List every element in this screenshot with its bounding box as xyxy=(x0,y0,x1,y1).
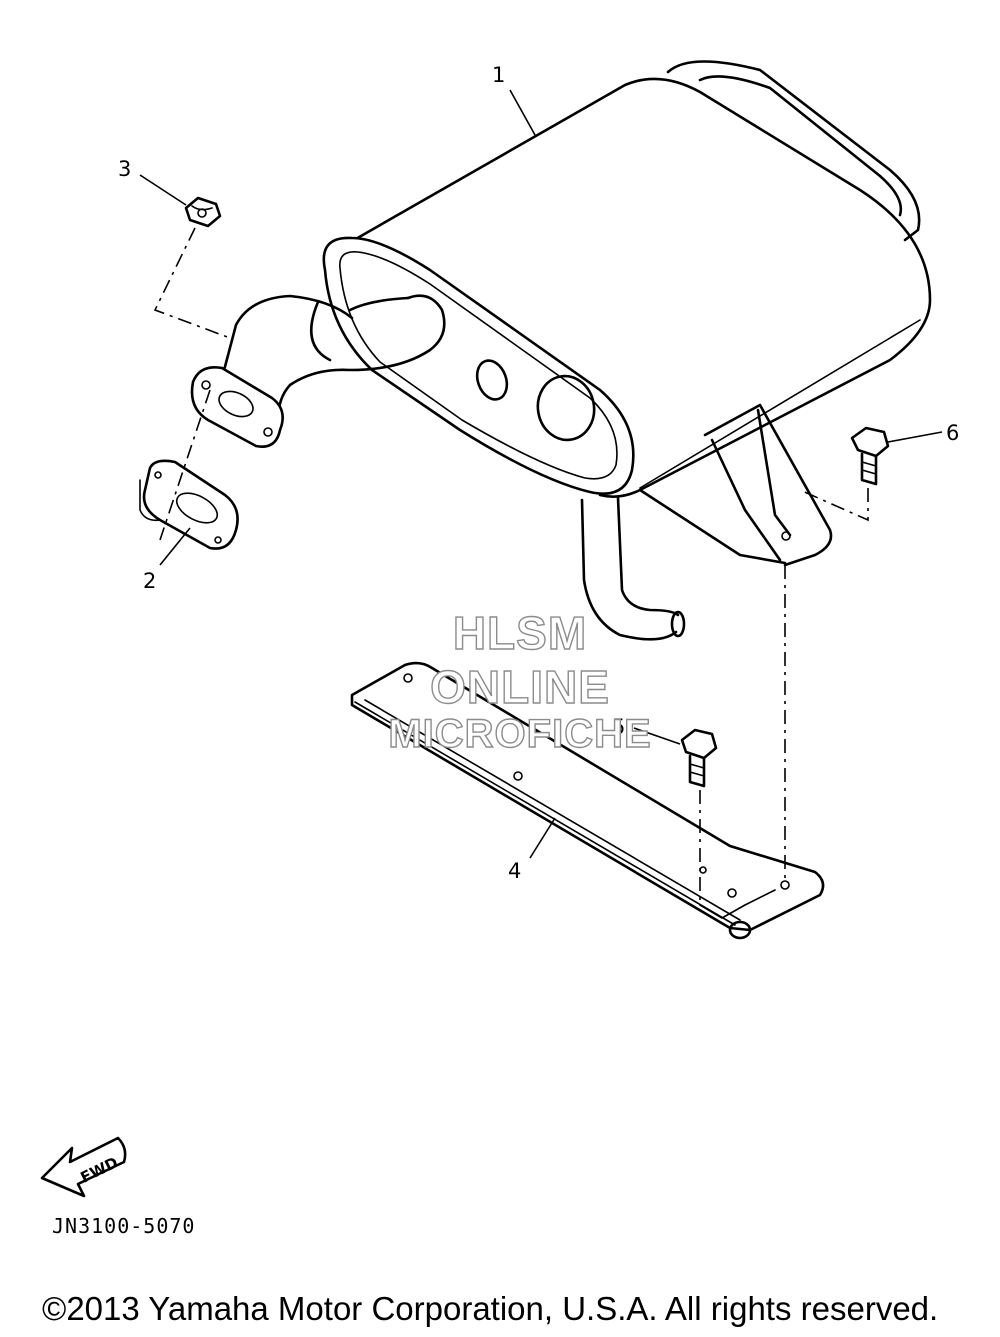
muffler-part[interactable] xyxy=(322,60,932,498)
leader-lines xyxy=(139,89,943,859)
callout-5: 5 xyxy=(612,715,625,739)
callout-2: 2 xyxy=(143,569,156,593)
copyright-notice: ©2013 Yamaha Motor Corporation, U.S.A. A… xyxy=(42,1290,939,1327)
diagram-code: JN3100-5070 xyxy=(52,1214,196,1238)
watermark-line-3: MICROFICHE xyxy=(388,711,652,756)
fwd-arrow-icon: FWD xyxy=(40,1136,127,1198)
nut-part[interactable] xyxy=(184,196,222,228)
stay-plate-part[interactable] xyxy=(350,661,825,940)
watermark-line-2: ONLINE xyxy=(429,660,610,713)
callout-1: 1 xyxy=(492,63,505,87)
assembly-centerlines xyxy=(153,227,869,900)
tail-pipe xyxy=(580,496,686,641)
callout-6: 6 xyxy=(946,421,959,445)
watermark-line-1: HLSM xyxy=(452,606,588,659)
callout-3: 3 xyxy=(118,157,131,181)
inlet-pipe xyxy=(190,294,446,448)
bolt-5-part[interactable] xyxy=(680,728,718,788)
muffler-bracket xyxy=(638,403,833,567)
callout-4: 4 xyxy=(508,859,521,883)
gasket-part[interactable] xyxy=(139,459,239,550)
bolt-6-part[interactable] xyxy=(850,426,890,486)
